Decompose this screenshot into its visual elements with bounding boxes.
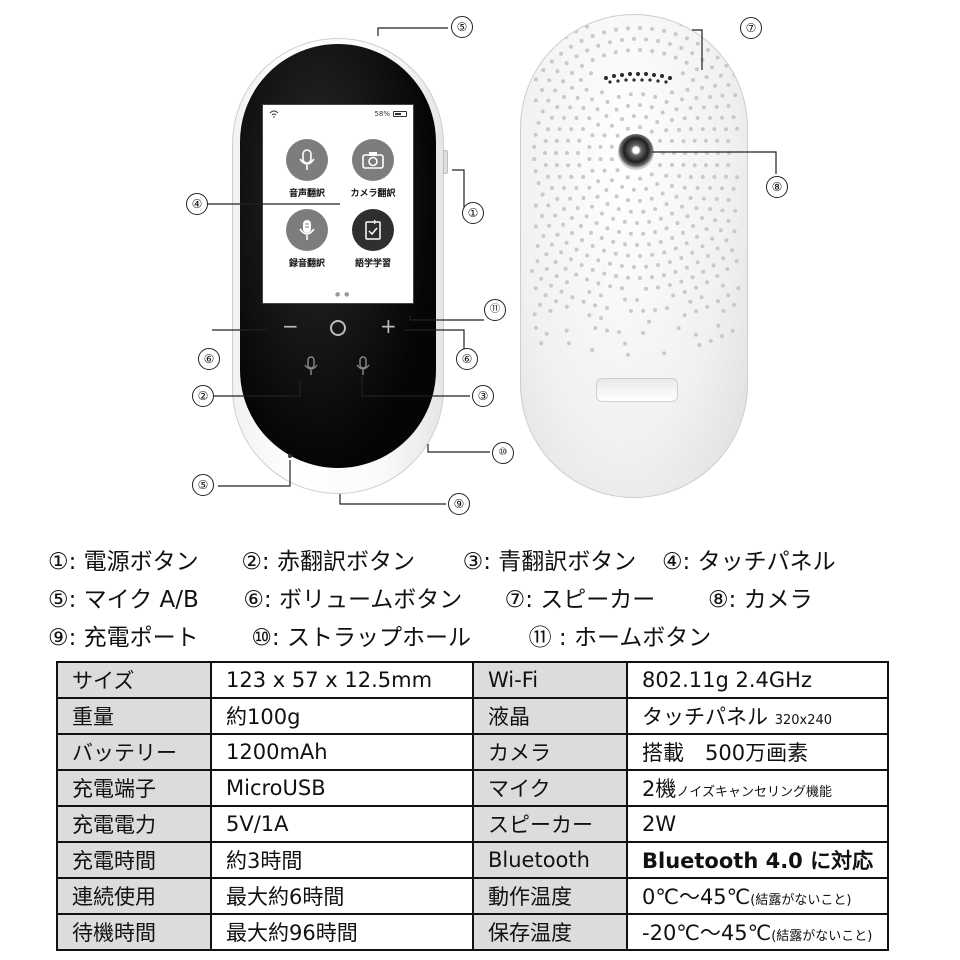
spec-value: 最大約96時間 (211, 914, 473, 950)
legend-row-1: ①: 電源ボタン ②: 赤翻訳ボタン ③: 青翻訳ボタン ④: タッチパネル (48, 542, 836, 576)
callout-lines (0, 0, 960, 540)
legend-item: ③: 青翻訳ボタン (463, 542, 655, 576)
callout-11: ⑪ (484, 299, 506, 321)
callout-6-left: ⑥ (198, 348, 220, 370)
spec-value-note: (結露がないこと) (771, 929, 872, 944)
spec-key: 充電時間 (57, 842, 211, 878)
callout-4: ④ (186, 193, 208, 215)
table-row: バッテリー 1200mAh カメラ 搭載 500万画素 (57, 734, 888, 770)
callout-10: ⑩ (492, 442, 514, 464)
spec-key: 連続使用 (57, 878, 211, 914)
legend-item: ①: 電源ボタン (48, 542, 234, 576)
callout-1: ① (462, 202, 484, 224)
spec-value-main: 2W (642, 812, 676, 836)
spec-key: 充電端子 (57, 770, 211, 806)
spec-key: 重量 (57, 698, 211, 734)
spec-value-main: 搭載 500万画素 (642, 741, 808, 765)
legend-item: ⑦: スピーカー (505, 580, 701, 614)
spec-value-main: Bluetooth 4.0 に対応 (642, 849, 873, 873)
spec-value: Bluetooth 4.0 に対応 (627, 842, 888, 878)
spec-key: 待機時間 (57, 914, 211, 950)
spec-key: サイズ (57, 662, 211, 698)
callout-5-top: ⑤ (451, 16, 473, 38)
legend-item: ⑧: カメラ (708, 580, 813, 614)
spec-key: 液晶 (473, 698, 627, 734)
callout-6-right: ⑥ (456, 348, 478, 370)
table-row: サイズ 123 x 57 x 12.5mm Wi-Fi 802.11g 2.4G… (57, 662, 888, 698)
spec-value-main: 802.11g 2.4GHz (642, 668, 812, 692)
spec-value: 0℃～45℃(結露がないこと) (627, 878, 888, 914)
legend-item: ⑨: 充電ポート (48, 618, 244, 652)
table-row: 連続使用 最大約6時間 動作温度 0℃～45℃(結露がないこと) (57, 878, 888, 914)
spec-key: マイク (473, 770, 627, 806)
callout-8: ⑧ (766, 176, 788, 198)
callout-2: ② (192, 385, 214, 407)
spec-table: サイズ 123 x 57 x 12.5mm Wi-Fi 802.11g 2.4G… (56, 661, 889, 951)
spec-key: Bluetooth (473, 842, 627, 878)
table-row: 充電端子 MicroUSB マイク 2機ノイズキャンセリング機能 (57, 770, 888, 806)
legend-item: ⑤: マイク A/B (48, 580, 236, 614)
spec-value-note: 320x240 (775, 713, 832, 728)
table-row: 充電電力 5V/1A スピーカー 2W (57, 806, 888, 842)
spec-value-note: ノイズキャンセリング機能 (676, 785, 832, 800)
table-row: 充電時間 約3時間 Bluetooth Bluetooth 4.0 に対応 (57, 842, 888, 878)
table-row: 重量 約100g 液晶 タッチパネル 320x240 (57, 698, 888, 734)
spec-key: 保存温度 (473, 914, 627, 950)
spec-value-main: タッチパネル (642, 705, 768, 729)
spec-value-main: -20℃～45℃ (642, 921, 771, 945)
spec-value-note: (結露がないこと) (750, 893, 851, 908)
spec-value: タッチパネル 320x240 (627, 698, 888, 734)
spec-key: Wi-Fi (473, 662, 627, 698)
callout-3: ③ (472, 385, 494, 407)
legend-item: ⑥: ボリュームボタン (243, 580, 497, 614)
spec-value: 5V/1A (211, 806, 473, 842)
spec-key: バッテリー (57, 734, 211, 770)
spec-value: 123 x 57 x 12.5mm (211, 662, 473, 698)
spec-value: 最大約6時間 (211, 878, 473, 914)
callout-9: ⑨ (448, 493, 470, 515)
spec-value-main: 0℃～45℃ (642, 885, 750, 909)
legend-row-2: ⑤: マイク A/B ⑥: ボリュームボタン ⑦: スピーカー ⑧: カメラ (48, 580, 813, 614)
legend-item: ⑪ : ホームボタン (529, 618, 712, 652)
spec-value: 約100g (211, 698, 473, 734)
spec-key: カメラ (473, 734, 627, 770)
spec-value: 802.11g 2.4GHz (627, 662, 888, 698)
legend-item: ④: タッチパネル (662, 542, 836, 576)
spec-value: 搭載 500万画素 (627, 734, 888, 770)
spec-value-main: 2機 (642, 777, 676, 801)
spec-value: -20℃～45℃(結露がないこと) (627, 914, 888, 950)
spec-value: 2機ノイズキャンセリング機能 (627, 770, 888, 806)
legend-item: ②: 赤翻訳ボタン (241, 542, 455, 576)
spec-value: 2W (627, 806, 888, 842)
spec-key: 動作温度 (473, 878, 627, 914)
spec-value: MicroUSB (211, 770, 473, 806)
legend-row-3: ⑨: 充電ポート ⑩: ストラップホール ⑪ : ホームボタン (48, 618, 711, 652)
legend-item: ⑩: ストラップホール (251, 618, 521, 652)
callout-5-bottom: ⑤ (192, 474, 214, 496)
callout-7: ⑦ (740, 17, 762, 39)
spec-key: 充電電力 (57, 806, 211, 842)
spec-value: 1200mAh (211, 734, 473, 770)
spec-value: 約3時間 (211, 842, 473, 878)
spec-key: スピーカー (473, 806, 627, 842)
table-row: 待機時間 最大約96時間 保存温度 -20℃～45℃(結露がないこと) (57, 914, 888, 950)
